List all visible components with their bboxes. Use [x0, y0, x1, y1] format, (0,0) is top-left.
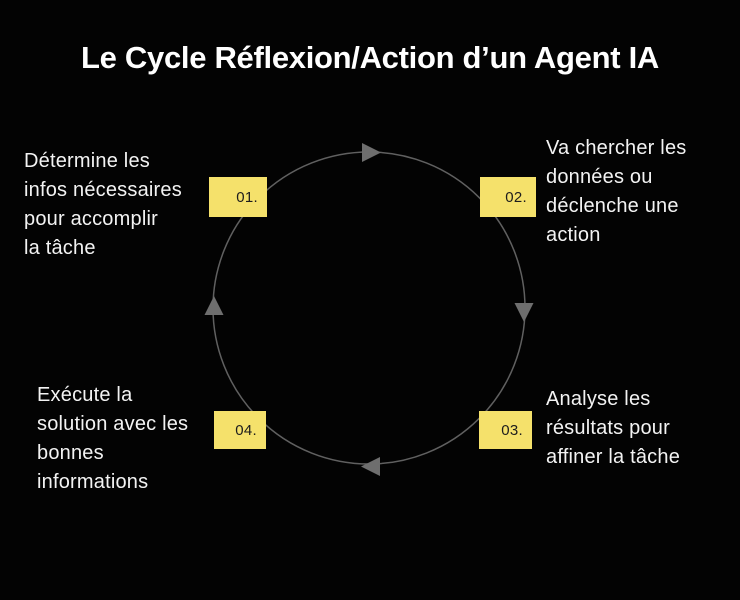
- arrow-down-icon: [514, 303, 534, 322]
- step-2-description: Va chercher les données ou déclenche une…: [546, 137, 687, 246]
- step-2-number-badge: 02.: [480, 177, 536, 217]
- step-3-description: Analyse les résultats pour affiner la tâ…: [546, 388, 681, 468]
- step-1-number: 01.: [236, 188, 258, 206]
- step-3-number: 03.: [501, 421, 523, 439]
- step-3-number-badge: 03.: [479, 411, 532, 449]
- arrow-left-icon: [361, 457, 380, 476]
- step-1-number-badge: 01.: [209, 177, 267, 217]
- arrow-up-icon: [204, 296, 224, 315]
- step-4-description: Exécute la solution avec les bonnes info…: [37, 384, 189, 493]
- step-4-number-badge: 04.: [214, 411, 266, 449]
- arrow-right-icon: [362, 143, 381, 162]
- page-title: Le Cycle Réflexion/Action d’un Agent IA: [81, 40, 659, 75]
- step-2-number: 02.: [505, 188, 527, 206]
- step-4-number: 04.: [235, 421, 257, 439]
- step-1-description: Détermine les infos nécessaires pour acc…: [24, 150, 182, 259]
